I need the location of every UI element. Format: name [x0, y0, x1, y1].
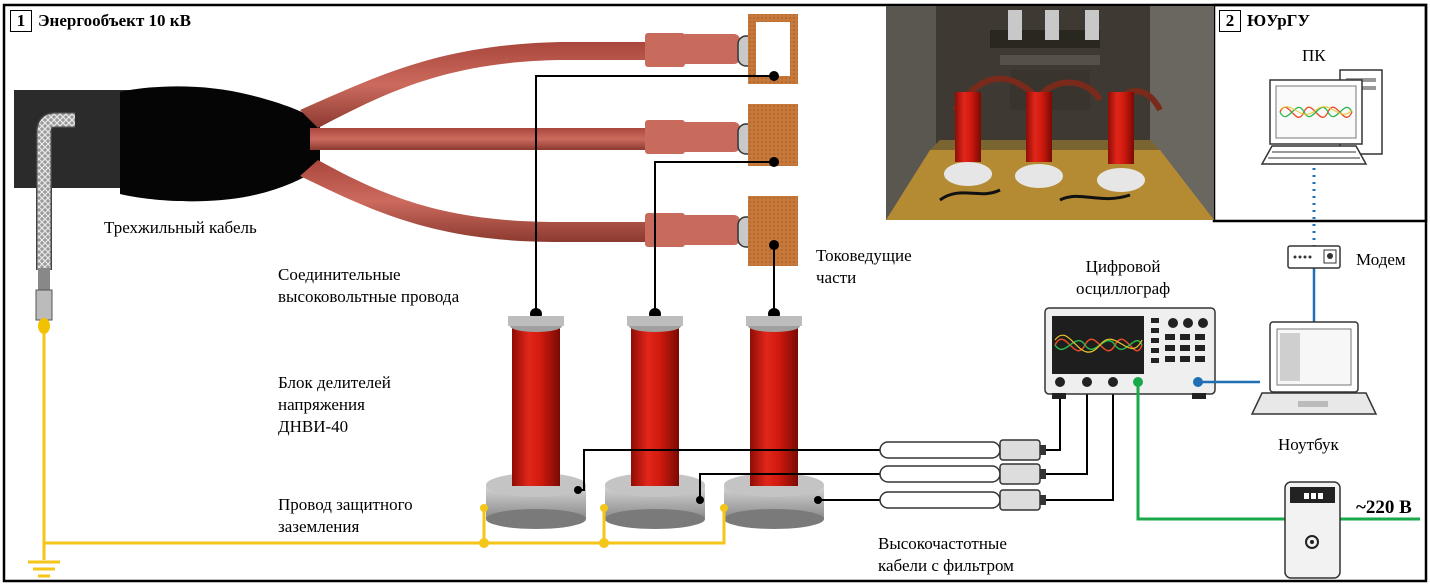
divider-block-label: Блок делителей напряжения ДНВИ-40 — [278, 373, 391, 436]
voltage-divider-block — [486, 316, 824, 529]
connecting-wires-label: Соединительные высоковольтные провода — [278, 265, 460, 306]
current-parts-label: Токоведущие части — [816, 246, 912, 287]
ground-wire-label: Провод защитного заземления — [278, 495, 413, 536]
digital-oscilloscope — [1044, 307, 1216, 399]
hf-cables-label: Высокочастотные кабели с фильтром — [878, 534, 1014, 575]
modem-label: Модем — [1356, 250, 1406, 269]
site-photo — [886, 6, 1214, 220]
cable-label: Трехжильный кабель — [104, 218, 257, 237]
zone2-title: 2 ЮУрГУ — [1219, 10, 1310, 32]
hf-cable-filters — [879, 439, 1046, 511]
power-outlet — [1284, 481, 1341, 579]
zone1-title: 1 Энергообъект 10 кВ — [10, 10, 191, 32]
pc-label: ПК — [1302, 46, 1326, 65]
pc-icon — [1260, 69, 1383, 165]
laptop-label: Ноутбук — [1278, 435, 1339, 454]
protective-ground-wire — [42, 334, 726, 545]
laptop-icon — [1250, 321, 1378, 415]
modem-icon — [1287, 245, 1341, 269]
ground-icon — [28, 543, 60, 578]
hv-wires — [535, 75, 775, 312]
oscilloscope-label: Цифровой осциллограф — [1076, 257, 1171, 298]
zone1-label: Энергообъект 10 кВ — [38, 11, 191, 30]
voltage-label: ~220 В — [1356, 497, 1412, 518]
zone1-frame — [2, 3, 1428, 583]
zone2-number: 2 — [1219, 10, 1241, 32]
power-wire — [1136, 382, 1285, 521]
zone2-label: ЮУрГУ — [1247, 11, 1310, 30]
zone1-number: 1 — [10, 10, 32, 32]
current-carrying-parts — [748, 14, 798, 266]
